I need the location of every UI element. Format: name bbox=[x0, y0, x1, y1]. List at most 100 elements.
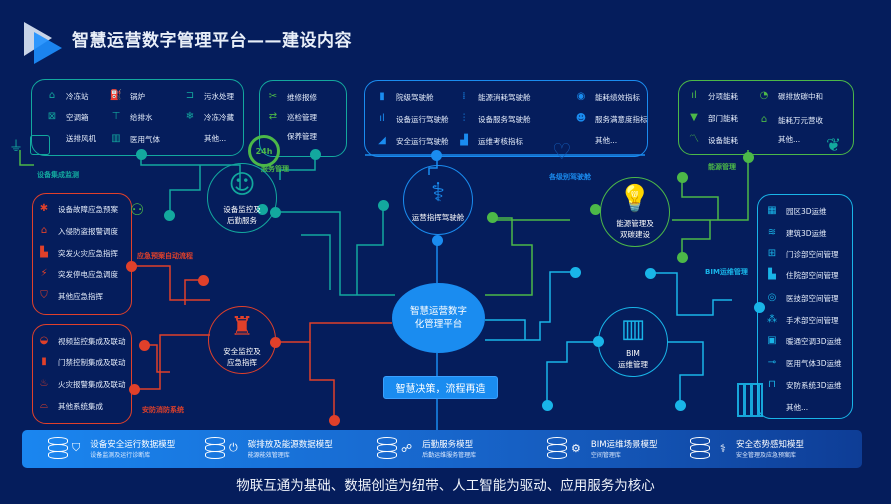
cockpit-item[interactable]: ◢安全运行驾驶舱 bbox=[374, 135, 448, 147]
building-layers-icon: ≋ bbox=[767, 227, 777, 238]
equipment-item[interactable]: ⊠空调箱 bbox=[44, 111, 89, 123]
energy-item[interactable]: ⌂能耗万元营收 bbox=[756, 114, 823, 126]
technician-icon: ☺ bbox=[228, 170, 256, 200]
emergency-item[interactable]: ✱设备故障应急预案 bbox=[36, 203, 118, 215]
equipment-item[interactable]: ⛽锅炉 bbox=[109, 90, 145, 101]
energy-item[interactable]: 〽设备能耗 bbox=[686, 134, 738, 146]
inspection-route-icon: ⇄ bbox=[268, 111, 278, 122]
energy-item[interactable]: ▼部门能耗 bbox=[686, 112, 738, 124]
shield-user-icon: ⛉ bbox=[40, 290, 48, 301]
equipment-item[interactable]: 其他... bbox=[204, 134, 227, 143]
connector-dot bbox=[431, 150, 442, 161]
sliders-icon: ⫶ bbox=[462, 113, 466, 124]
energy-item[interactable]: ◔碳排放碳中和 bbox=[756, 90, 823, 102]
cockpit-item[interactable]: ▟运维考核指标 bbox=[456, 135, 523, 147]
connector-dot bbox=[129, 384, 140, 395]
connector-dot bbox=[675, 400, 686, 411]
lightbulb-icon: 💡 bbox=[618, 184, 652, 214]
bim-item[interactable]: ▙住院部空间管理 bbox=[764, 269, 838, 281]
connector-dot bbox=[542, 400, 553, 411]
water-tap-icon: ⊤ bbox=[111, 111, 121, 122]
bim-box-label: BIM运维管理 bbox=[705, 268, 748, 276]
node-safety-emergency[interactable]: ♜ 安全监控及应急指挥 bbox=[208, 306, 276, 374]
emergency-item[interactable]: ⚡突发停电应急调度 bbox=[36, 268, 118, 280]
bar-chart-icon: ▮ bbox=[379, 91, 385, 102]
heart-pulse-icon: ♡ bbox=[552, 140, 572, 165]
campus-icon: ▦ bbox=[767, 205, 777, 216]
security-item[interactable]: ▮门禁控制集成及联动 bbox=[36, 356, 125, 368]
service-management-box bbox=[259, 80, 347, 157]
equipment-item[interactable]: ⌂冷冻站 bbox=[44, 90, 89, 102]
security-item[interactable]: ♨火灾报警集成及联动 bbox=[36, 378, 126, 390]
footer-slogan: 物联互通为基础、数据创造为纽带、人工智能为驱动、应用服务为核心 bbox=[236, 478, 655, 494]
line-chart-icon: 〽 bbox=[689, 134, 699, 145]
emergency-item[interactable]: ▙突发火灾应急指挥 bbox=[36, 247, 118, 259]
model-carbon-energy[interactable]: ⏻ 碳排放及能源数据模型能源能效管理库 bbox=[205, 436, 333, 460]
equipment-item[interactable]: ⊤给排水 bbox=[108, 111, 153, 123]
energy-management-box bbox=[678, 80, 854, 155]
connector-dot bbox=[754, 302, 765, 313]
emergency-item[interactable]: ⌂入侵防盗报警调度 bbox=[36, 225, 118, 237]
service-item[interactable]: ✂维修报修 bbox=[265, 91, 317, 103]
shield-check-icon: ⛉ bbox=[72, 441, 81, 454]
cockpit-item[interactable]: ◉能耗绩效指标 bbox=[573, 91, 640, 103]
model-security-awareness[interactable]: ⚕ 安全态势感知模型安全管理及应急预案库 bbox=[690, 436, 804, 460]
cockpit-item[interactable]: ☻服务满意度指标 bbox=[573, 113, 648, 125]
cold-storage-icon: ❄ bbox=[185, 111, 195, 122]
bim-item[interactable]: ⊞门诊部空间管理 bbox=[764, 248, 839, 260]
equipment-item[interactable]: ⊐污水处理 bbox=[182, 90, 234, 102]
service-item[interactable]: 保养管理 bbox=[287, 132, 317, 141]
connector-dot bbox=[487, 212, 498, 223]
connector-dot bbox=[139, 340, 150, 351]
cockpit-item[interactable]: ▮院级驾驶舱 bbox=[374, 91, 433, 103]
cockpit-item[interactable]: 其他... bbox=[595, 136, 618, 145]
hvac-icon: ▣ bbox=[767, 335, 777, 346]
connector-dot bbox=[310, 149, 321, 160]
smart-decision-button[interactable]: 智慧决策，流程再造 bbox=[383, 376, 498, 399]
fire-alarm-icon: ♨ bbox=[39, 378, 49, 389]
bim-item[interactable]: ▦园区3D运维 bbox=[764, 205, 826, 217]
bim-item[interactable]: ≋建筑3D运维 bbox=[764, 227, 827, 239]
gas-pipe-icon: ⊸ bbox=[767, 357, 777, 368]
medical-tech-icon: ◎ bbox=[767, 292, 777, 303]
bim-item[interactable]: ⁂手术部空间管理 bbox=[764, 314, 839, 326]
cockpit-item[interactable]: ⫶设备服务驾驶舱 bbox=[456, 113, 531, 125]
bim-item[interactable]: ⊸医用气体3D运维 bbox=[764, 357, 842, 369]
bim-item[interactable]: ◎医技部空间管理 bbox=[764, 292, 839, 304]
repair-tools-icon: ✂ bbox=[268, 91, 278, 102]
equipment-item[interactable]: 送排风机 bbox=[66, 134, 96, 143]
connector-dot bbox=[645, 268, 656, 279]
service-box-label: 服务管理 bbox=[261, 165, 289, 173]
connector-dot bbox=[432, 235, 443, 246]
connector-dot bbox=[590, 204, 601, 215]
emergency-box bbox=[32, 193, 132, 315]
bim-item[interactable]: ▣暖通空调3D运维 bbox=[764, 335, 841, 347]
pie-chart-icon: ◔ bbox=[759, 90, 769, 101]
database-icon bbox=[690, 436, 710, 460]
emergency-item[interactable]: ⛉其他应急指挥 bbox=[36, 290, 103, 302]
emergency-box-label: 应急预案自动流程 bbox=[137, 252, 193, 260]
connector-dot bbox=[677, 252, 688, 263]
hospital-building-icon bbox=[737, 383, 763, 417]
security-box-label: 安防消防系统 bbox=[142, 406, 184, 414]
security-item[interactable]: ◒视频监控集成及联动 bbox=[36, 335, 126, 347]
bim-item[interactable]: ⊓安防系统3D运维 bbox=[764, 379, 841, 391]
central-platform-hub[interactable]: 智慧运营数字化管理平台 bbox=[392, 283, 485, 353]
energy-item[interactable]: 其他... bbox=[778, 135, 801, 144]
cockpit-item[interactable]: ⁞能源消耗驾驶舱 bbox=[456, 91, 530, 103]
equipment-item[interactable]: ❄冷冻冷藏 bbox=[182, 111, 234, 123]
model-bim-scene[interactable]: ⚙ BIM运维场景模型空间管理库 bbox=[547, 436, 658, 460]
model-logistics-service[interactable]: ☍ 后勤服务模型后勤运维服务管理库 bbox=[377, 436, 476, 460]
model-equipment-safety[interactable]: ⛉ 设备安全运行数据模型设备监测及运行诊断库 bbox=[48, 436, 175, 460]
bim-item[interactable]: 其他... bbox=[786, 403, 809, 412]
security-item[interactable]: ⌓其他系统集成 bbox=[36, 400, 103, 412]
node-operations-cockpit[interactable]: ⚕ 运营指挥驾驶舱 bbox=[403, 165, 473, 235]
equipment-item[interactable]: ▥医用气体 bbox=[108, 133, 160, 145]
service-item[interactable]: ⇄巡检管理 bbox=[265, 111, 317, 123]
node-energy-carbon[interactable]: 💡 能源管理及双碳建设 bbox=[600, 177, 670, 247]
node-equipment-logistics[interactable]: ☺ 设备监控及后勤服务 bbox=[207, 163, 277, 233]
